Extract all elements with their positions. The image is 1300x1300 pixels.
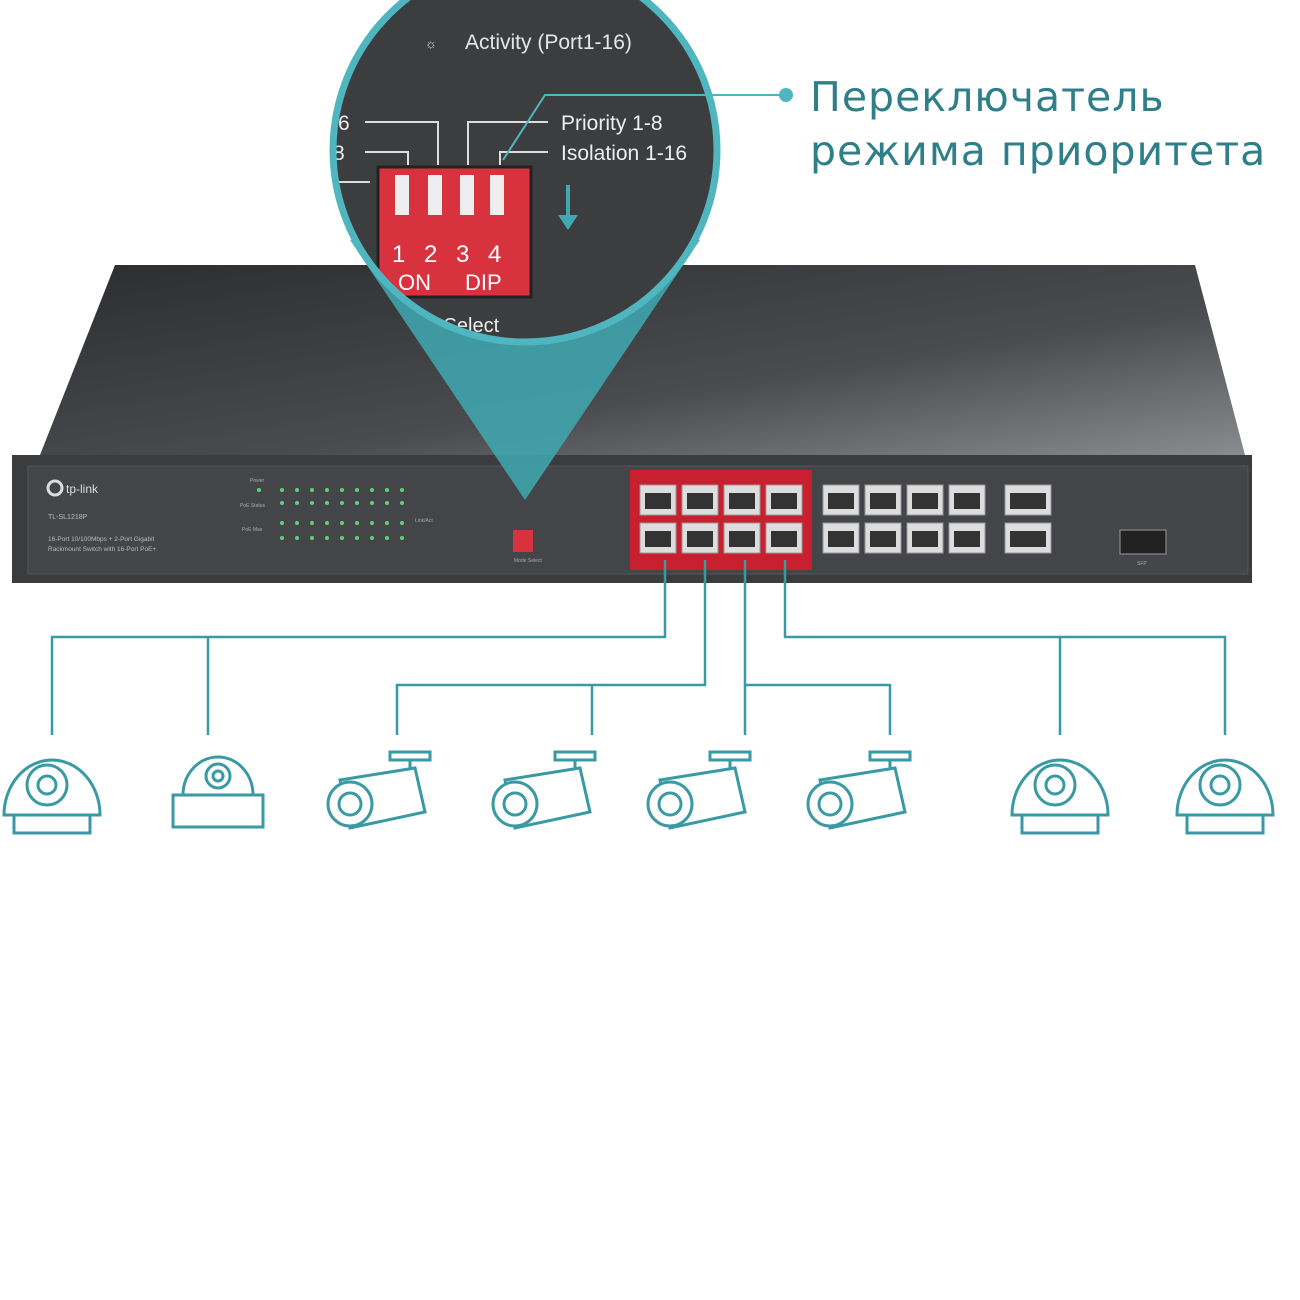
callout-line-1: Переключатель (810, 73, 1165, 121)
camera-bullet-icon (491, 750, 597, 830)
port-socket (645, 531, 671, 547)
led (340, 521, 344, 525)
led (385, 521, 389, 525)
camera-dome-icon (1175, 758, 1275, 835)
callout-line (502, 94, 785, 161)
port-socket (687, 531, 713, 547)
port-socket (954, 493, 980, 509)
brand-label: tp-link (66, 482, 99, 496)
led (370, 501, 374, 505)
led-label-poe-max: PoE Max (242, 527, 263, 533)
led (340, 488, 344, 492)
led-label-power: Power (250, 478, 265, 484)
isolation-label: Isolation 1-16 (561, 142, 687, 165)
port-socket (870, 493, 896, 509)
camera-dome-icon (2, 758, 102, 835)
led (370, 521, 374, 525)
camera-bullet-icon (646, 750, 752, 830)
led (370, 536, 374, 540)
led (280, 488, 284, 492)
led (325, 488, 329, 492)
priority-label: Priority 1-8 (561, 112, 663, 135)
led (310, 521, 314, 525)
dip-label: DIP (465, 270, 502, 295)
port-socket (828, 531, 854, 547)
led (400, 488, 404, 492)
port-socket (912, 493, 938, 509)
port-socket (645, 493, 671, 509)
led (295, 501, 299, 505)
camera-dome-flat-icon (171, 755, 265, 829)
side-digit: 6 (338, 112, 350, 135)
on-label: ON (398, 270, 431, 295)
led (355, 488, 359, 492)
description-line-1: 16-Port 10/100Mbps + 2-Port Gigabit (48, 536, 155, 543)
led (340, 536, 344, 540)
led (355, 536, 359, 540)
led (280, 501, 284, 505)
cables (50, 560, 1227, 735)
sfp-label: SFP (1137, 561, 1147, 567)
port-socket (771, 531, 797, 547)
description-line-2: Rackmount Switch with 16-Port PoE+ (48, 546, 156, 553)
dip-switch-small[interactable] (513, 530, 533, 552)
port-block (639, 484, 1052, 554)
led (280, 521, 284, 525)
led-grid (257, 488, 404, 540)
model-label: TL-SL1218P (48, 514, 88, 521)
port-socket (828, 493, 854, 509)
port-socket (954, 531, 980, 547)
led (295, 521, 299, 525)
camera-bullet-icon (806, 750, 912, 830)
led (400, 501, 404, 505)
led-label-link-act: Link/Act (415, 518, 433, 524)
camera-dome-icon (1010, 758, 1110, 835)
led (340, 501, 344, 505)
led (280, 536, 284, 540)
port-socket (870, 531, 896, 547)
side-digit: 8 (333, 142, 345, 165)
camera-bullet-icon (326, 750, 432, 830)
led (295, 488, 299, 492)
led (355, 521, 359, 525)
sfp-slot[interactable] (1119, 529, 1167, 555)
magnifier-view: ☼ Activity (Port1-16) 6 8 Priority 1-8 I… (333, 0, 717, 342)
callout-dot (779, 88, 793, 102)
switch-top (40, 265, 1245, 455)
led (355, 501, 359, 505)
led (295, 536, 299, 540)
mode-select-small-label: Mode Select (514, 558, 542, 564)
led (325, 501, 329, 505)
callout-line-2: режима приоритета (810, 127, 1267, 175)
led (385, 536, 389, 540)
port-socket (729, 493, 755, 509)
activity-label: Activity (Port1-16) (465, 31, 632, 54)
led-label-poe-status: PoE Status (240, 503, 266, 509)
magnifier-ring (329, 0, 721, 346)
port-socket (1010, 493, 1046, 509)
port-socket (912, 531, 938, 547)
led (400, 536, 404, 540)
callout-text: Переключатель режима приоритета (810, 70, 1266, 178)
led (310, 536, 314, 540)
led (310, 488, 314, 492)
led (310, 501, 314, 505)
led (400, 521, 404, 525)
led (385, 488, 389, 492)
dip-numbers: 1 2 3 4 (392, 241, 507, 268)
led (325, 521, 329, 525)
port-socket (687, 493, 713, 509)
led (370, 488, 374, 492)
led (257, 488, 261, 492)
tp-link-logo: tp-link (46, 479, 99, 497)
sun-icon: ☼ (425, 36, 437, 51)
led (385, 501, 389, 505)
port-socket (1010, 531, 1046, 547)
port-socket (729, 531, 755, 547)
led (325, 536, 329, 540)
port-socket (771, 493, 797, 509)
